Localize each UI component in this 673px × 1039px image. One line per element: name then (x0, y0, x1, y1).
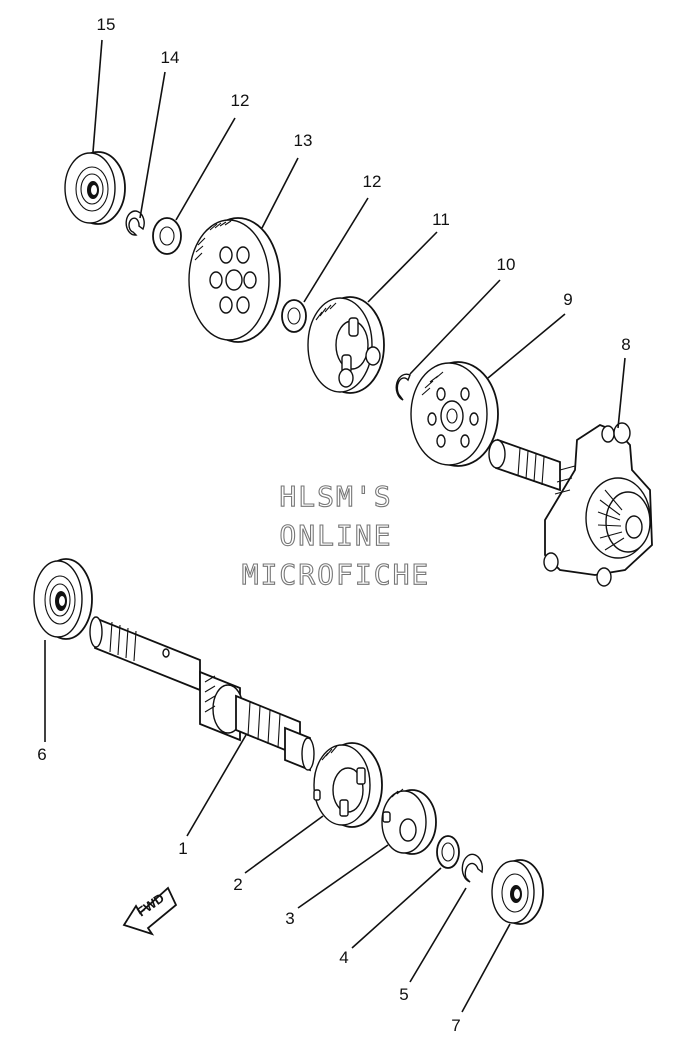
watermark-line-2: ONLINE (279, 519, 392, 552)
callout-12-lower: 12 (363, 172, 382, 191)
callout-14: 14 (161, 48, 180, 67)
callout-6: 6 (37, 745, 46, 764)
watermark: HLSM'S ONLINE MICROFICHE (241, 479, 431, 591)
callout-13: 13 (294, 131, 313, 150)
part-4-washer (436, 835, 460, 869)
part-10-circlip (395, 373, 411, 401)
callout-10: 10 (497, 255, 516, 274)
part-11-gear-dog (307, 296, 385, 394)
part-5-circlip (461, 853, 484, 883)
part-12-washer-lower (281, 299, 307, 333)
callout-12-upper: 12 (231, 91, 250, 110)
callout-15: 15 (97, 15, 116, 34)
callout-1: 1 (178, 839, 187, 858)
fwd-arrow-icon: FWD (122, 886, 178, 936)
callout-7: 7 (451, 1016, 460, 1035)
part-2-gear (313, 742, 383, 828)
callout-8: 8 (621, 335, 630, 354)
leader-lines (44, 39, 626, 1013)
callout-11: 11 (432, 210, 450, 229)
callout-5: 5 (399, 985, 408, 1004)
callout-4: 4 (339, 948, 348, 967)
part-1-main-shaft (89, 616, 315, 772)
part-6-bearing (33, 558, 93, 640)
part-12-washer-upper (152, 217, 182, 255)
part-13-gear (188, 217, 281, 343)
part-15-bearing (64, 151, 126, 225)
watermark-line-1: HLSM'S (279, 480, 392, 513)
part-7-bearing (491, 859, 544, 925)
callout-3: 3 (285, 909, 294, 928)
part-9-gear (410, 361, 499, 467)
watermark-line-3: MICROFICHE (242, 558, 431, 591)
callout-2: 2 (233, 875, 242, 894)
part-3-gear (381, 788, 437, 855)
part-8-shaft-assembly (488, 422, 653, 587)
callout-labels: 15 14 12 13 12 11 10 9 8 6 1 2 3 4 5 7 (37, 15, 630, 1035)
callout-9: 9 (563, 290, 572, 309)
part-14-circlip (125, 210, 145, 236)
